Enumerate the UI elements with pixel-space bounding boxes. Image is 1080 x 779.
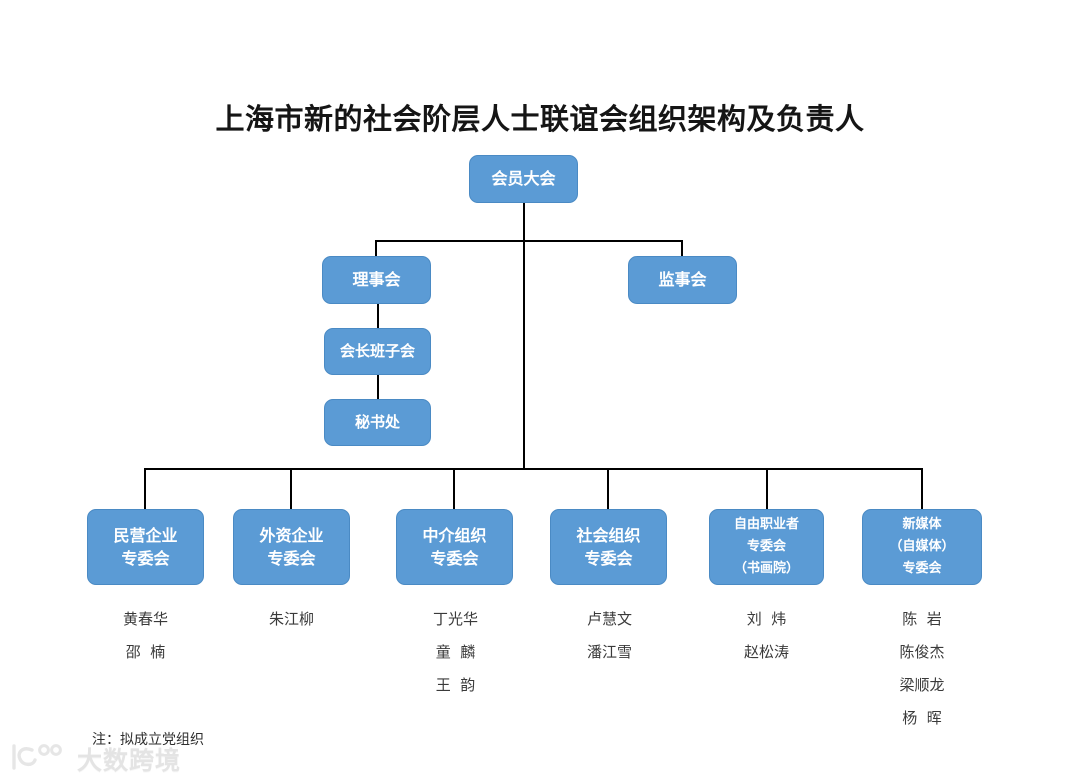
node-label-line2: 专委会 [584, 549, 633, 568]
node-committee-private-enterprise[interactable]: 民营企业 专委会 [87, 509, 204, 585]
connector-committee-stub-2 [290, 468, 292, 509]
node-president-team-meeting[interactable]: 会长班子会 [324, 328, 431, 375]
node-label-line1: 自由职业者 [733, 516, 799, 532]
node-label-line2: 专委会 [746, 538, 786, 554]
connector-committee-stub-4 [607, 468, 609, 509]
footnote-note: 注：拟成立党组织 [92, 732, 204, 748]
node-label: 理事会 [352, 270, 401, 290]
dashu-logo-icon [8, 742, 70, 776]
leader-list-intermediary-organization: 丁光华 童 麟 王 韵 [397, 603, 514, 702]
leader-name: 陈俊杰 [899, 643, 945, 661]
node-members-assembly[interactable]: 会员大会 [469, 155, 578, 203]
connector-trunk-vertical [523, 203, 525, 469]
leader-name: 朱江柳 [268, 610, 314, 628]
leader-name: 邵 楠 [125, 643, 166, 661]
node-label: 秘书处 [354, 412, 400, 431]
node-label-line1: 民营企业 [113, 525, 178, 545]
node-label-line1: 社会组织 [576, 525, 641, 545]
node-label: 会长班子会 [339, 341, 415, 360]
leader-name: 刘 炜 [746, 610, 787, 628]
connector-council-to-president-team [377, 303, 379, 328]
connector-committees-horizontal [145, 468, 923, 470]
node-council[interactable]: 理事会 [322, 256, 431, 304]
node-label: 会员大会 [491, 169, 556, 189]
leader-name: 丁光华 [432, 610, 478, 628]
leader-list-new-media: 陈 岩 陈俊杰 梁顺龙 杨 晖 [863, 603, 981, 735]
node-label-line1: 外资企业 [259, 525, 324, 545]
connector-president-team-to-secretariat [377, 375, 379, 399]
watermark-text: 大数跨境 [77, 746, 182, 775]
connector-row2-horizontal [376, 240, 682, 242]
node-label-line1: 新媒体 [902, 516, 942, 532]
leader-name: 赵松涛 [743, 643, 789, 661]
page-title: 上海市新的社会阶层人士联谊会组织架构及负责人 [215, 102, 865, 136]
leader-list-foreign-enterprise: 朱江柳 [232, 603, 351, 636]
node-committee-social-organization[interactable]: 社会组织 专委会 [550, 509, 667, 585]
leader-name: 陈 岩 [902, 610, 942, 628]
leader-name: 童 麟 [435, 643, 476, 661]
leader-name: 黄春华 [122, 610, 168, 628]
connector-committee-stub-6 [921, 468, 923, 509]
connector-committee-stub-5 [766, 468, 768, 509]
leader-list-private-enterprise: 黄春华 邵 楠 [86, 603, 205, 669]
connector-committee-stub-3 [453, 468, 455, 509]
node-label-line2: 专委会 [267, 549, 316, 568]
node-committee-freelancer[interactable]: 自由职业者 专委会 （书画院） [709, 509, 824, 585]
watermark: 大数跨境 [8, 741, 181, 777]
node-label-line3: （书画院） [733, 561, 799, 577]
node-committee-intermediary-organization[interactable]: 中介组织 专委会 [396, 509, 513, 585]
leader-name: 卢慧文 [586, 610, 632, 628]
leader-name: 王 韵 [435, 676, 476, 694]
leader-name: 梁顺龙 [899, 676, 945, 694]
node-label-line2: （自媒体） [889, 538, 955, 554]
node-board-of-supervisors[interactable]: 监事会 [628, 256, 737, 304]
node-label-line1: 中介组织 [422, 525, 487, 545]
node-committee-foreign-enterprise[interactable]: 外资企业 专委会 [233, 509, 350, 585]
node-label: 监事会 [658, 270, 707, 290]
connector-committee-stub-1 [144, 468, 146, 509]
leader-name: 潘江雪 [586, 643, 632, 661]
leader-name: 杨 晖 [902, 709, 942, 727]
leader-list-freelancer: 刘 炜 赵松涛 [708, 603, 825, 669]
connector-council-stub [375, 240, 377, 257]
connector-supervisors-stub [681, 240, 683, 257]
node-committee-new-media[interactable]: 新媒体 （自媒体） 专委会 [862, 509, 982, 585]
node-secretariat[interactable]: 秘书处 [324, 399, 431, 446]
leader-list-social-organization: 卢慧文 潘江雪 [551, 603, 668, 669]
node-label-line2: 专委会 [121, 549, 170, 568]
node-label-line3: 专委会 [902, 561, 942, 577]
node-label-line2: 专委会 [430, 549, 479, 568]
